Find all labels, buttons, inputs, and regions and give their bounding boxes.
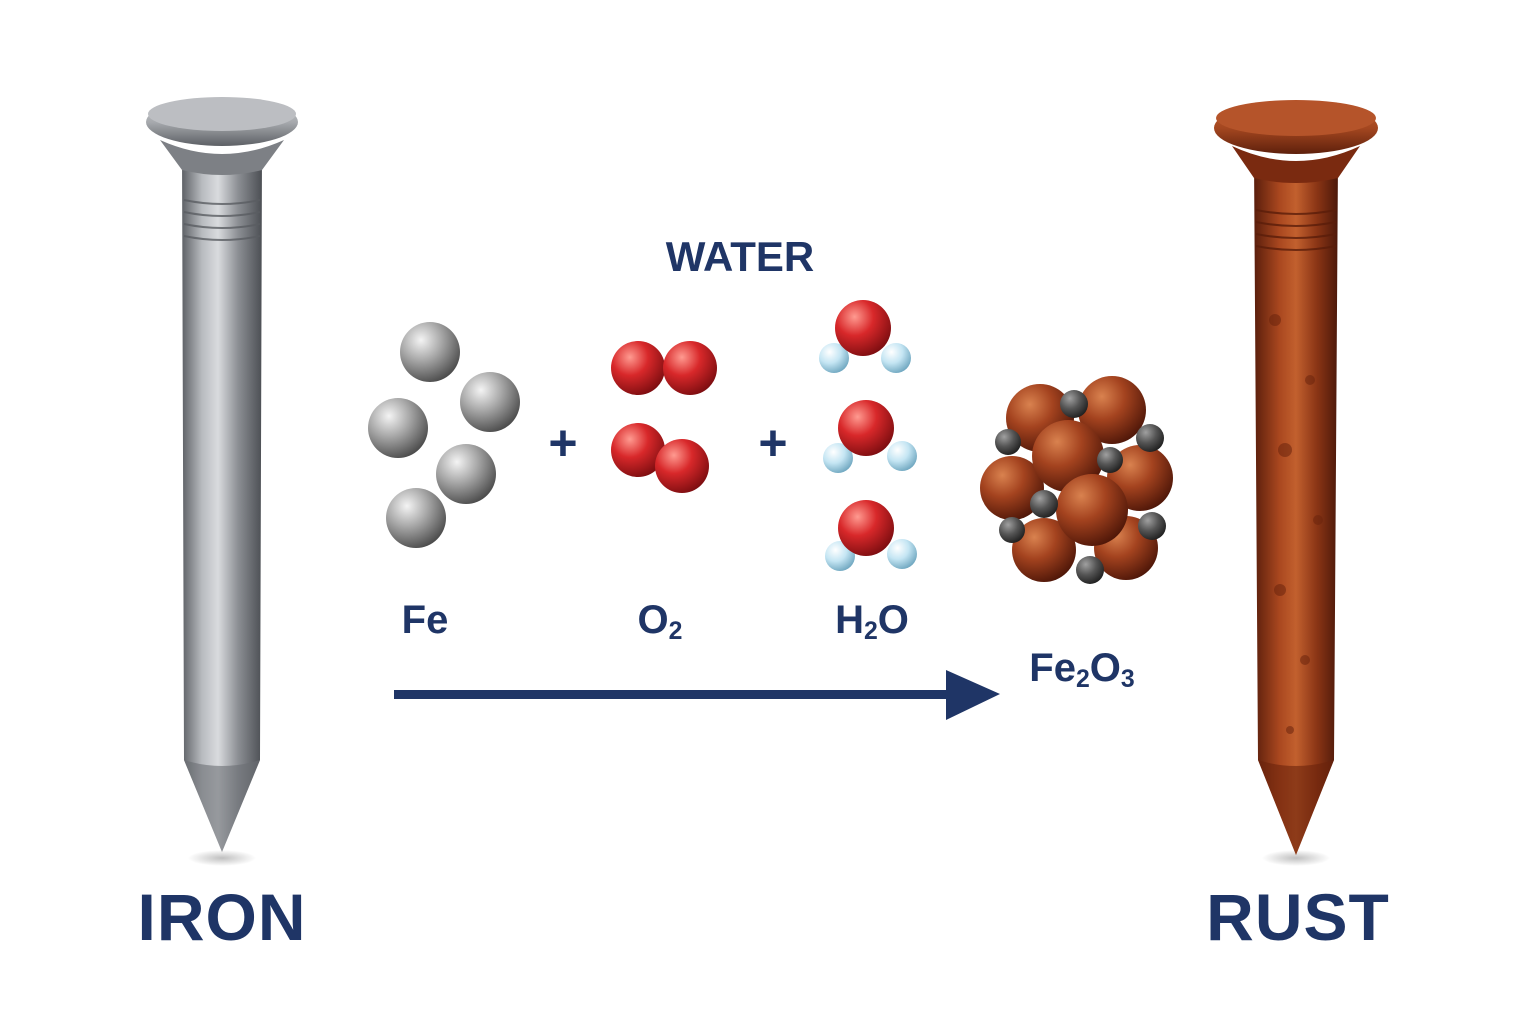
iron-label: IRON — [137, 880, 307, 954]
rust-texture — [1269, 314, 1323, 734]
formula-o2-element: O — [637, 598, 669, 642]
fe-atom — [460, 372, 520, 432]
rust-nail-grip-rings — [1255, 209, 1337, 251]
formula-o2: O2 — [638, 600, 683, 645]
h2o-molecule — [825, 500, 917, 571]
plus-sign: + — [758, 415, 788, 471]
formula-o2-subscript: 2 — [668, 618, 683, 646]
o2-molecule — [611, 423, 709, 493]
formula-h2o-element-h: H — [835, 598, 864, 642]
formula-h2o-subscript: 2 — [863, 618, 878, 646]
formula-fe2o3-subscript-2: 2 — [1075, 666, 1090, 694]
fe-atom — [436, 444, 496, 504]
formula-h2o: H2O — [835, 600, 909, 645]
h2o-molecules — [819, 300, 917, 571]
rust-nail — [1214, 100, 1378, 866]
fe-atom — [400, 322, 460, 382]
formula-fe: Fe — [402, 600, 449, 640]
formula-fe2o3-subscript-3: 3 — [1120, 666, 1135, 694]
formula-fe2o3-element-o: O — [1089, 646, 1121, 690]
fe-atoms — [368, 322, 520, 548]
formula-fe-text: Fe — [401, 598, 449, 642]
iron-nail-grip-rings — [183, 199, 261, 241]
water-label: WATER — [665, 233, 815, 280]
h2o-molecule — [819, 300, 911, 373]
formula-fe2o3: Fe2O3 — [1029, 648, 1134, 693]
o2-molecule — [611, 341, 717, 395]
plus-sign: + — [548, 415, 578, 471]
h2o-molecule — [823, 400, 917, 473]
formula-h2o-element-o: O — [877, 598, 909, 642]
o2-molecules — [611, 341, 717, 493]
fe-atom — [368, 398, 428, 458]
reaction-arrow — [394, 670, 1000, 720]
fe2o3-cluster — [980, 376, 1173, 584]
formula-fe2o3-element-fe: Fe — [1029, 646, 1076, 690]
fe-atom — [386, 488, 446, 548]
iron-nail — [146, 97, 298, 866]
rust-label: RUST — [1206, 880, 1390, 954]
